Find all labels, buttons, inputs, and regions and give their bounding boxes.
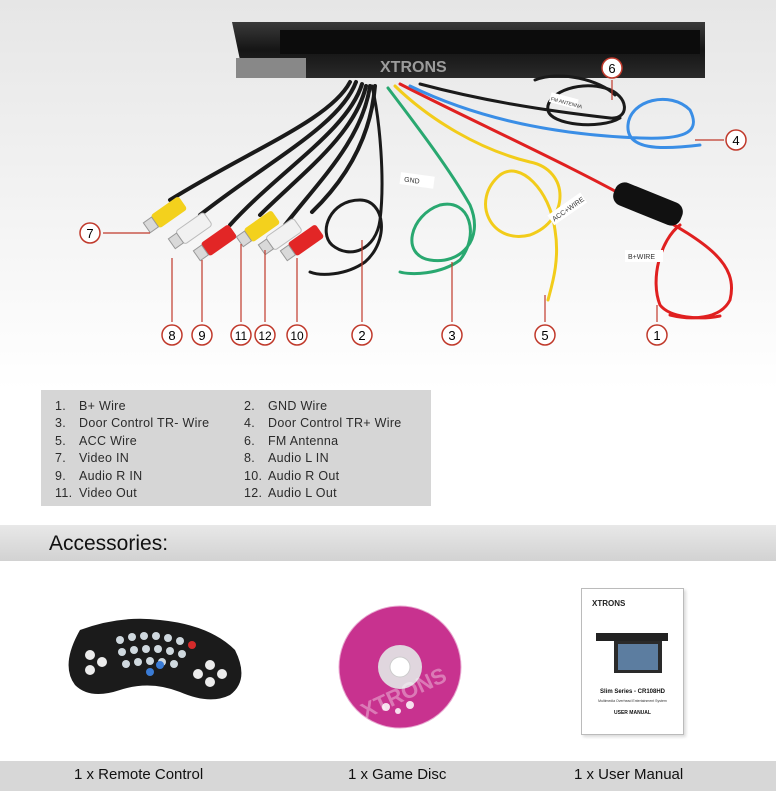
rca-video-in <box>142 197 187 234</box>
svg-text:2: 2 <box>358 328 365 343</box>
wire-gnd <box>308 84 384 276</box>
caption-remote-control: 1 x Remote Control <box>74 766 204 783</box>
callout-9: 9 <box>191 324 213 346</box>
manual-brand: XTRONS <box>592 599 626 608</box>
svg-text:8: 8 <box>168 328 175 343</box>
legend-item: 1.B+ Wire <box>55 399 126 413</box>
manual-series: Slim Series - CR108HD <box>599 689 666 695</box>
svg-text:3: 3 <box>448 328 455 343</box>
head-unit: XTRONS <box>232 22 705 78</box>
svg-text:GND: GND <box>404 177 420 186</box>
svg-text:4: 4 <box>732 133 739 148</box>
wire-green <box>386 86 476 276</box>
manual-product-picture <box>596 633 668 673</box>
manual-subtitle: Multimedia Overhead Entertainment System <box>598 699 667 703</box>
callout-4: 4 <box>725 129 747 151</box>
callout-6: 6 <box>601 57 623 79</box>
game-disc-image: XTRONS <box>338 605 462 729</box>
callout-5: 5 <box>534 324 556 346</box>
svg-text:B+WIRE: B+WIRE <box>628 254 655 261</box>
legend-item: 12.Audio L Out <box>244 486 337 500</box>
legend-item: 2.GND Wire <box>244 399 328 413</box>
fuse-holder <box>613 182 683 226</box>
callout-1: 1 <box>646 324 668 346</box>
callout-12: 12 <box>254 324 276 346</box>
svg-text:5: 5 <box>541 328 548 343</box>
user-manual-image: XTRONS Slim Series - CR108HD Multimedia … <box>581 588 684 735</box>
wires <box>168 74 733 320</box>
svg-text:1: 1 <box>653 328 660 343</box>
callouts: 7 8 9 11 12 10 2 3 5 1 4 6 <box>79 57 747 346</box>
caption-game-disc: 1 x Game Disc <box>348 766 447 783</box>
wiring-diagram: XTRONS GND ACC+WIRE B+W <box>0 0 776 390</box>
manual-label: USER MANUAL <box>614 710 651 716</box>
rca-plugs <box>142 197 324 262</box>
callout-7: 7 <box>79 222 101 244</box>
callout-3: 3 <box>441 324 463 346</box>
legend-item: 5.ACC Wire <box>55 434 137 448</box>
legend-item: 8.Audio L IN <box>244 451 329 465</box>
callout-8: 8 <box>161 324 183 346</box>
captions-bar <box>0 761 776 791</box>
svg-text:7: 7 <box>86 226 93 241</box>
legend-item: 10.Audio R Out <box>244 469 340 483</box>
svg-text:9: 9 <box>198 328 205 343</box>
legend-item: 11.Video Out <box>55 486 138 500</box>
svg-text:6: 6 <box>608 61 615 76</box>
accessories-title: Accessories: <box>49 532 169 555</box>
legend-item: 9.Audio R IN <box>55 469 143 483</box>
wire-acc <box>393 84 562 302</box>
rca-audio-l-in <box>167 212 212 250</box>
accessories-header <box>0 525 776 561</box>
legend-item: 4.Door Control TR+ Wire <box>244 416 402 430</box>
remote-control-image <box>68 618 242 700</box>
rca-audio-r-in <box>192 225 237 262</box>
callout-10: 10 <box>286 324 308 346</box>
tag-gnd: GND <box>399 172 435 189</box>
rca-audio-l-out <box>257 218 302 256</box>
svg-text:12: 12 <box>258 329 272 343</box>
wire-legend: 1.B+ Wire 2.GND Wire 3.Door Control TR- … <box>41 390 431 506</box>
legend-item: 3.Door Control TR- Wire <box>55 416 210 430</box>
legend-item: 7.Video IN <box>55 451 130 465</box>
callout-11: 11 <box>230 324 252 346</box>
wire-blue <box>408 84 702 150</box>
rca-video-out <box>235 211 280 248</box>
callout-2: 2 <box>351 324 373 346</box>
callout-leaders <box>103 80 724 322</box>
rca-audio-r-out <box>279 225 324 262</box>
unit-watermark: XTRONS <box>380 59 447 76</box>
tag-b-plus: B+WIRE <box>625 250 663 262</box>
legend-item: 6.FM Antenna <box>244 434 339 448</box>
svg-text:11: 11 <box>235 329 248 343</box>
caption-user-manual: 1 x User Manual <box>574 766 684 783</box>
svg-text:10: 10 <box>290 329 304 343</box>
